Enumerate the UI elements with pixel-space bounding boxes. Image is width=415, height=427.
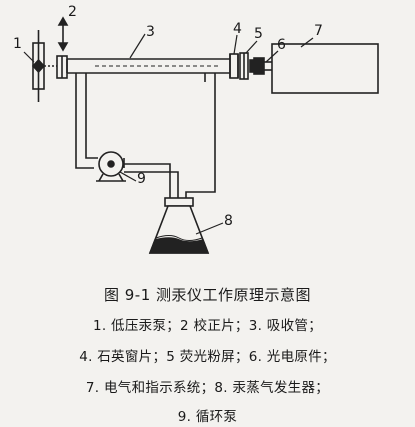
photoelectric-element [249,57,272,75]
label-screen: 5 [254,26,263,42]
schematic-diagram: 1 2 3 4 5 6 7 8 9 [13,4,379,254]
label-window: 4 [233,21,242,37]
label-pump: 9 [137,171,146,187]
label-generator: 8 [224,213,233,229]
calibration-plate [56,16,69,79]
label-calib: 2 [68,4,77,20]
circulation-pump [96,151,126,182]
label-tube: 3 [146,24,155,40]
label-photo: 6 [277,37,286,53]
legend-line: 4. 石英窗片；5 荧光粉屏；6. 光电原件； [79,349,336,365]
quartz-window [229,53,239,79]
leader-lines [23,33,314,235]
indicator-system-box [271,43,379,94]
absorption-tube [66,58,230,82]
vapor-generator-flask [148,197,210,254]
label-indicator: 7 [314,23,323,39]
legend-line: 7. 电气和指示系统；8. 汞蒸气发生器； [85,380,330,396]
legend-line: 9. 循环泵 [177,409,238,425]
label-lamp: 1 [13,36,22,52]
mercury-lamp [31,30,46,102]
fluorescent-screen [239,52,249,80]
legend-line: 1. 低压汞泵；2 校正片；3. 吸收管； [92,318,323,334]
figure-title: 图 9-1 测汞仪工作原理示意图 [103,286,312,304]
